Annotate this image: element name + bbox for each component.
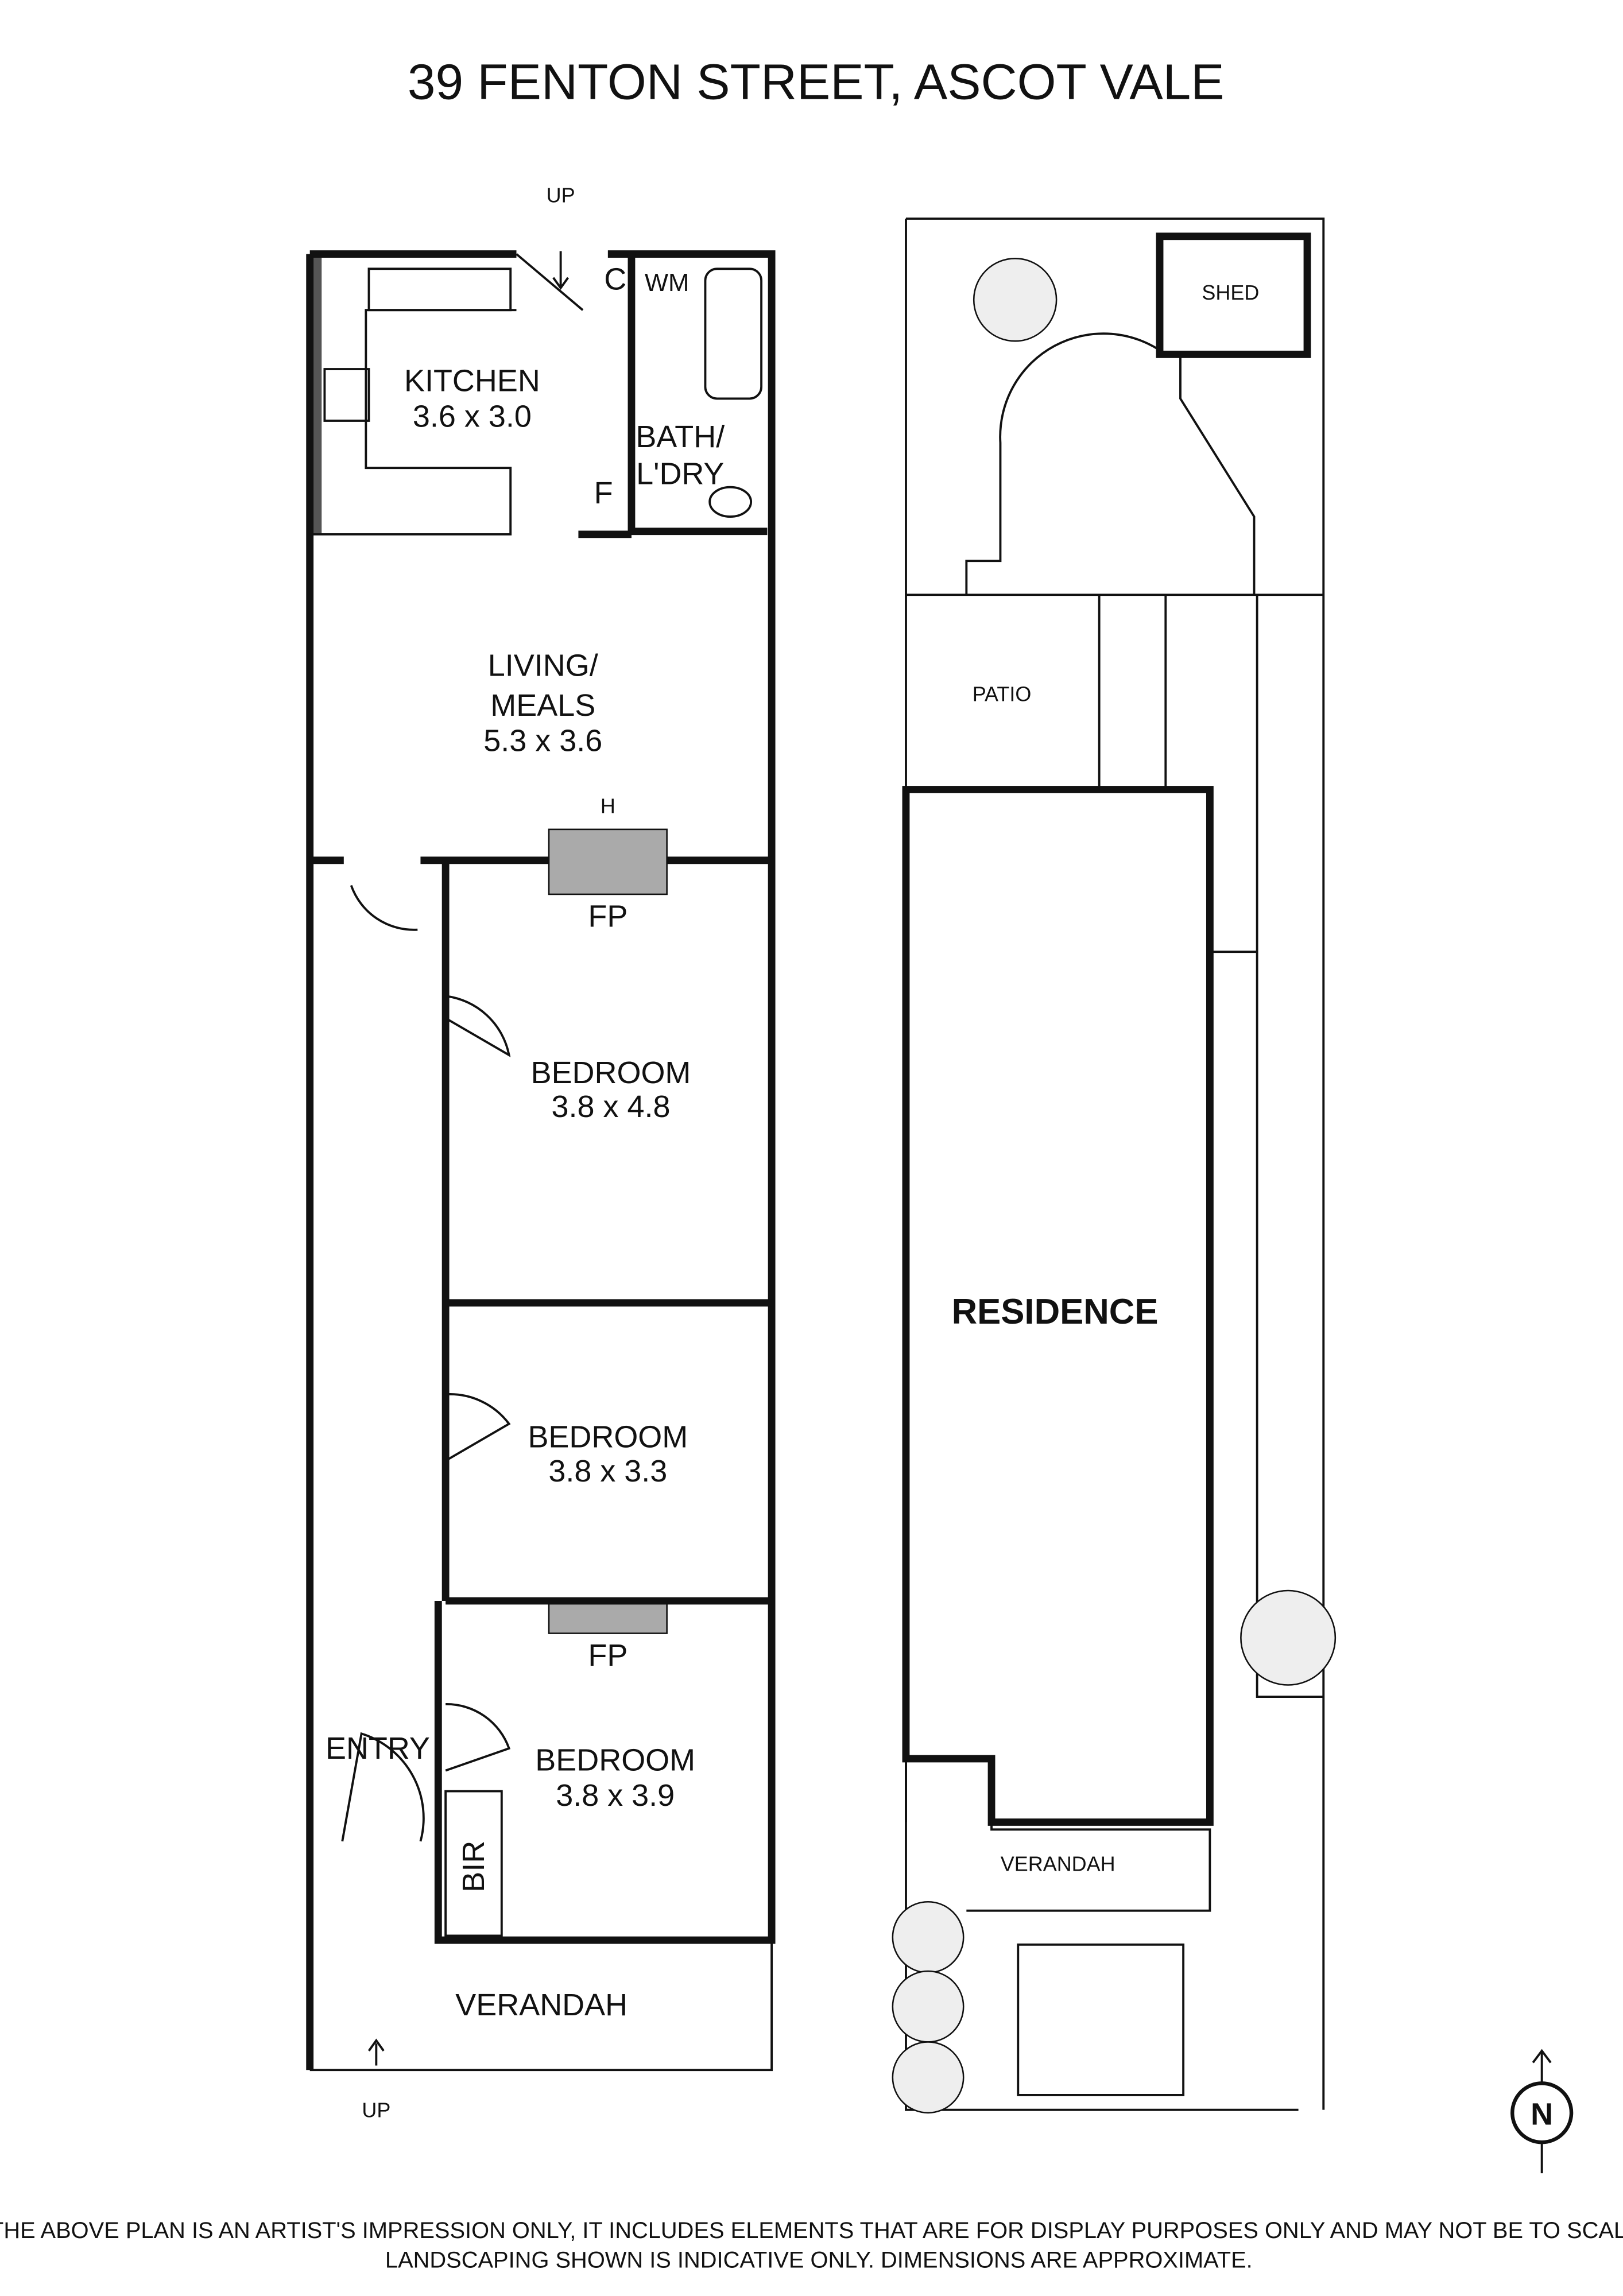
tree-icon	[973, 258, 1058, 342]
room-size-bedroom-3: 3.8 x 3.9	[556, 1778, 675, 1813]
tree-icon	[892, 1901, 964, 1973]
site-verandah-label: VERANDAH	[1001, 1852, 1115, 1875]
cooktop-icon	[323, 368, 370, 422]
room-name-bedroom-2: BEDROOM	[528, 1420, 688, 1455]
north-compass: N	[1510, 2049, 1574, 2174]
fridge-label: F	[594, 476, 613, 510]
room-size-bedroom-1: 3.8 x 4.8	[551, 1089, 670, 1124]
room-name-meals: MEALS	[490, 688, 595, 723]
room-name-verandah: VERANDAH	[455, 1988, 627, 2022]
floor-plan: UP KITCHEN 3.6 x 3.0 C WM BATH/ L'DRY F …	[306, 184, 776, 2122]
north-label: N	[1531, 2097, 1553, 2131]
sink-icon	[367, 267, 512, 312]
residence-label: RESIDENCE	[952, 1292, 1159, 1332]
room-name-bath: BATH/	[636, 420, 725, 454]
bir-label: BIR	[456, 1841, 491, 1892]
door-swings	[341, 253, 584, 1842]
verandah-and-driveway	[905, 1758, 1211, 2096]
up-label: UP	[362, 2098, 390, 2122]
room-size-kitchen: 3.6 x 3.0	[413, 399, 532, 433]
site-plan: SHED PATIO RESIDENCE VERANDAH	[892, 217, 1337, 2114]
room-size-living: 5.3 x 3.6	[483, 724, 602, 758]
cupboard-label: C	[604, 262, 626, 296]
toilet-icon	[708, 486, 753, 518]
room-name-entry: ENTRY	[326, 1731, 430, 1766]
disclaimer-line-2: LANDSCAPING SHOWN IS INDICATIVE ONLY. DI…	[385, 2248, 1253, 2273]
page-title: 39 FENTON STREET, ASCOT VALE	[408, 54, 1225, 110]
heater-label: H	[601, 794, 615, 818]
bathtub-icon	[704, 267, 763, 400]
patio-label: PATIO	[973, 682, 1032, 705]
room-name-kitchen: KITCHEN	[404, 364, 540, 398]
site-boundary-and-paths	[905, 217, 1325, 2111]
fireplace-icon	[548, 1603, 668, 1634]
tree-icon	[1240, 1589, 1337, 1686]
built-in-robe	[444, 1790, 503, 1937]
washing-machine-label: WM	[645, 269, 690, 297]
disclaimer-line-1: THE ABOVE PLAN IS AN ARTIST'S IMPRESSION…	[0, 2218, 1623, 2243]
room-name-bedroom-3: BEDROOM	[535, 1743, 695, 1778]
shed	[1156, 232, 1311, 358]
step-arrows	[367, 251, 570, 2066]
room-name-living: LIVING/	[488, 649, 598, 683]
fireplace-label: FP	[588, 1638, 627, 1673]
exterior-walls	[306, 250, 776, 2070]
room-name-laundry: L'DRY	[636, 457, 724, 491]
shed-label: SHED	[1202, 281, 1259, 304]
benches-and-verandah	[309, 309, 773, 2072]
tree-icon	[892, 1970, 964, 2043]
room-name-bedroom-1: BEDROOM	[531, 1056, 691, 1090]
room-size-bedroom-2: 3.8 x 3.3	[548, 1454, 667, 1488]
fireplace-icon	[548, 828, 668, 895]
fireplace-label: FP	[588, 899, 627, 934]
up-label: UP	[547, 184, 575, 207]
tree-icon	[892, 2041, 964, 2114]
